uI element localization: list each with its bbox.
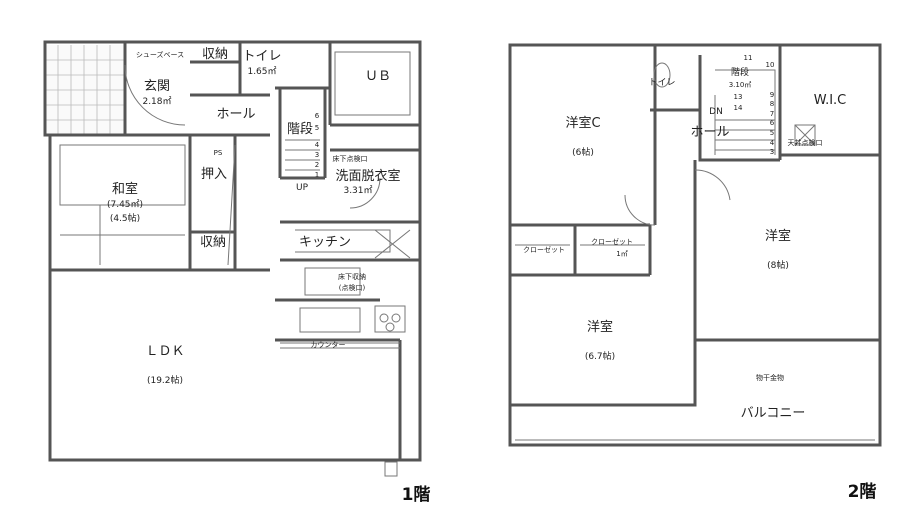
floor2-outer-wall xyxy=(508,43,882,447)
floor2-title: 2階 xyxy=(848,482,877,502)
svg-text:8: 8 xyxy=(770,100,774,108)
room-label-washitsu: 和室 xyxy=(112,181,138,197)
stove-burner-icon xyxy=(391,313,401,323)
room-tatami-room-8: (8帖) xyxy=(767,259,789,271)
svg-text:5: 5 xyxy=(315,124,319,132)
room-tatami-washitsu: (4.5帖) xyxy=(110,212,140,224)
stove-burner-icon xyxy=(385,322,395,332)
room-label-entrance: 玄関 xyxy=(144,79,170,94)
outdoor-unit-icon xyxy=(384,461,398,477)
laundry-hardware-label: 物干金物 xyxy=(756,373,784,382)
room-tatami-room-c: (6帖) xyxy=(572,146,594,158)
room-label-washroom: 洗面脱衣室 xyxy=(335,168,400,184)
underfloor-storage-sub-label: (点検口) xyxy=(339,283,366,292)
floor-inspection-label: 床下点検口 xyxy=(333,154,368,163)
room-label-balcony: バルコニー xyxy=(741,406,806,421)
floor2-details xyxy=(515,69,875,441)
room-label-hall: ホール xyxy=(216,107,255,122)
svg-text:1: 1 xyxy=(315,171,319,179)
room-label-toilet-2f: トイレ xyxy=(648,78,675,88)
floor2-plan: トイレ 階段 3.10㎡ 3 4 5 6 7 8 9 10 11 13 14 D… xyxy=(508,43,882,502)
counter-label: カウンター xyxy=(311,340,346,349)
attic-hatch-label: 天井点検口 xyxy=(788,138,823,147)
room-label-closet: 押入 xyxy=(201,167,227,182)
room-label-room-c: 洋室C xyxy=(565,115,600,131)
room-label-stairs-2f: 階段 xyxy=(731,66,749,78)
svg-text:3: 3 xyxy=(315,151,319,159)
room-label-room-8: 洋室 xyxy=(765,228,791,244)
stairs-down-label: DN xyxy=(709,107,723,117)
floor1-plan: 玄関 2.18㎡ シューズベース 収納 トイレ 1.65㎡ ＵＢ ホール 階段 … xyxy=(43,40,431,505)
svg-text:10: 10 xyxy=(766,61,775,69)
closet-2-label: クローゼット xyxy=(591,237,633,246)
stair-steps-2f: 3 4 5 6 7 8 9 10 11 13 14 xyxy=(734,54,775,156)
svg-text:6: 6 xyxy=(315,112,320,120)
svg-text:7: 7 xyxy=(770,110,774,118)
floor2-inner-walls xyxy=(510,45,880,407)
room-area-stairs-2f: 3.10㎡ xyxy=(729,81,752,89)
closet-1-label: クローゼット xyxy=(523,245,565,254)
underfloor-storage-label: 床下収納 xyxy=(338,272,366,281)
room-label-stairs: 階段 xyxy=(287,122,313,137)
room-tatami-ldk: (19.2帖) xyxy=(147,374,183,386)
room-area-washroom: 3.31㎡ xyxy=(343,185,372,196)
svg-text:3: 3 xyxy=(770,148,774,156)
closet-2-area: 1㎡ xyxy=(616,250,627,258)
ps-label: PS xyxy=(214,149,223,157)
room-label-bath: ＵＢ xyxy=(365,69,391,84)
room-area-entrance: 2.18㎡ xyxy=(142,96,171,107)
floor1-details xyxy=(59,51,411,349)
svg-text:13: 13 xyxy=(734,93,743,101)
entrance-tiles xyxy=(45,45,125,135)
stove-burner-icon xyxy=(379,313,389,323)
svg-text:5: 5 xyxy=(770,129,774,137)
shoebox-label: シューズベース xyxy=(136,50,184,59)
floor1-title: 1階 xyxy=(402,485,431,505)
room-area-toilet: 1.65㎡ xyxy=(247,66,276,77)
svg-text:6: 6 xyxy=(770,119,775,127)
room-label-ldk: ＬＤＫ xyxy=(145,344,184,359)
stair-steps-1f: 1 2 3 4 5 6 xyxy=(315,112,320,179)
svg-text:9: 9 xyxy=(770,91,774,99)
stairs-up-label: UP xyxy=(296,183,309,193)
room-label-storage-top: 収納 xyxy=(202,47,228,62)
svg-text:4: 4 xyxy=(315,141,320,149)
toilet-icon xyxy=(653,62,671,88)
room-label-hall-2f: ホール xyxy=(690,125,729,140)
room-label-storage-bottom: 収納 xyxy=(200,235,226,250)
room-label-room-67: 洋室 xyxy=(587,319,613,335)
room-tatami-room-67: (6.7帖) xyxy=(585,350,615,362)
room-label-kitchen: キッチン xyxy=(299,235,351,250)
room-label-toilet: トイレ xyxy=(242,49,281,64)
svg-text:4: 4 xyxy=(770,139,775,147)
room-area-washitsu: (7.45㎡) xyxy=(107,199,143,210)
room-label-wic: W.I.C xyxy=(814,93,847,108)
svg-text:2: 2 xyxy=(315,161,319,169)
svg-text:11: 11 xyxy=(744,54,753,62)
floor1-inner-walls xyxy=(45,42,420,460)
svg-text:14: 14 xyxy=(734,104,743,112)
